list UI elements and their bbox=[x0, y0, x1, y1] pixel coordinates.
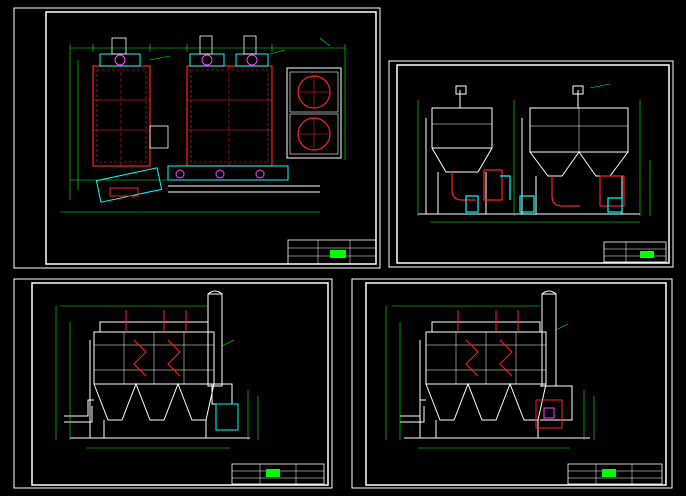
dimension-lines-plan bbox=[60, 37, 346, 213]
sheet-front-elevation-left[interactable] bbox=[13, 278, 333, 489]
sheet-front-elevation-right[interactable] bbox=[351, 278, 673, 489]
title-block-front-left bbox=[231, 463, 325, 485]
left-duct-side bbox=[451, 169, 511, 213]
internal-bracing-front-left bbox=[125, 310, 187, 377]
vertical-stack-front-right bbox=[400, 290, 573, 429]
title-block-plan bbox=[287, 239, 377, 265]
ducting-plan bbox=[95, 125, 320, 203]
dimension-lines-front-left bbox=[55, 305, 259, 449]
sheet-plan-view[interactable] bbox=[13, 7, 381, 269]
left-hopper-side bbox=[425, 85, 493, 214]
middle-collector-plan bbox=[186, 35, 273, 167]
internal-bracing-front-right bbox=[457, 310, 519, 377]
dimension-lines-side bbox=[417, 83, 651, 223]
title-block-front-right bbox=[567, 463, 663, 485]
dimension-lines-front-right bbox=[385, 305, 595, 449]
collector-body-front-right bbox=[419, 321, 547, 438]
sheet-side-elevation[interactable] bbox=[388, 60, 674, 268]
title-block-side bbox=[603, 241, 667, 263]
vertical-stack-front-left bbox=[64, 290, 239, 431]
left-collector-plan bbox=[92, 37, 151, 167]
right-hopper-side bbox=[521, 85, 629, 214]
fan-unit-plan bbox=[286, 67, 342, 159]
right-duct-side bbox=[519, 175, 625, 213]
collector-body-front-left bbox=[89, 321, 215, 438]
